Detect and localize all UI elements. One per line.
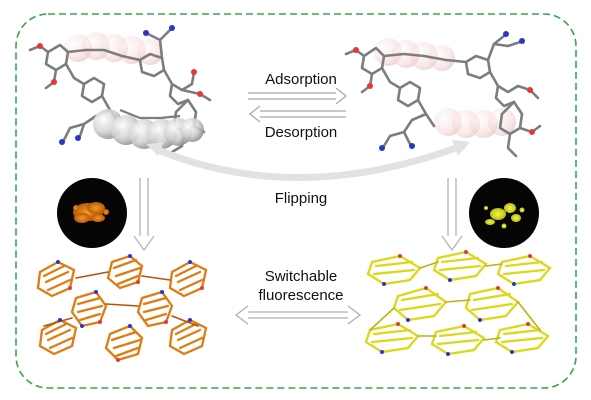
desorption-label: Desorption	[264, 124, 338, 141]
molecule-top-right	[344, 31, 542, 158]
adsorption-arrow	[248, 87, 348, 105]
orange-emission-photo	[57, 178, 127, 248]
switchable-label: Switchable	[264, 268, 338, 285]
fluorescence-label: fluorescence	[258, 287, 344, 304]
guest-spheres-bottom-right	[434, 108, 516, 138]
down-arrow-right	[441, 178, 463, 252]
switchable-double-arrow	[234, 305, 362, 325]
desorption-arrow	[248, 105, 346, 123]
flipping-arrow	[146, 140, 470, 181]
flipping-label: Flipping	[274, 190, 328, 207]
guest-spheres-top-left	[64, 32, 163, 65]
yellow-emission-photo	[469, 178, 539, 248]
yellow-crystal-packing	[364, 250, 552, 356]
dashed-frame	[15, 13, 577, 389]
orange-crystal-packing	[36, 254, 208, 362]
down-arrow-left	[133, 178, 155, 252]
guest-spheres-bottom-left	[93, 109, 204, 149]
molecule-top-left	[28, 25, 212, 154]
adsorption-label: Adsorption	[265, 71, 337, 88]
